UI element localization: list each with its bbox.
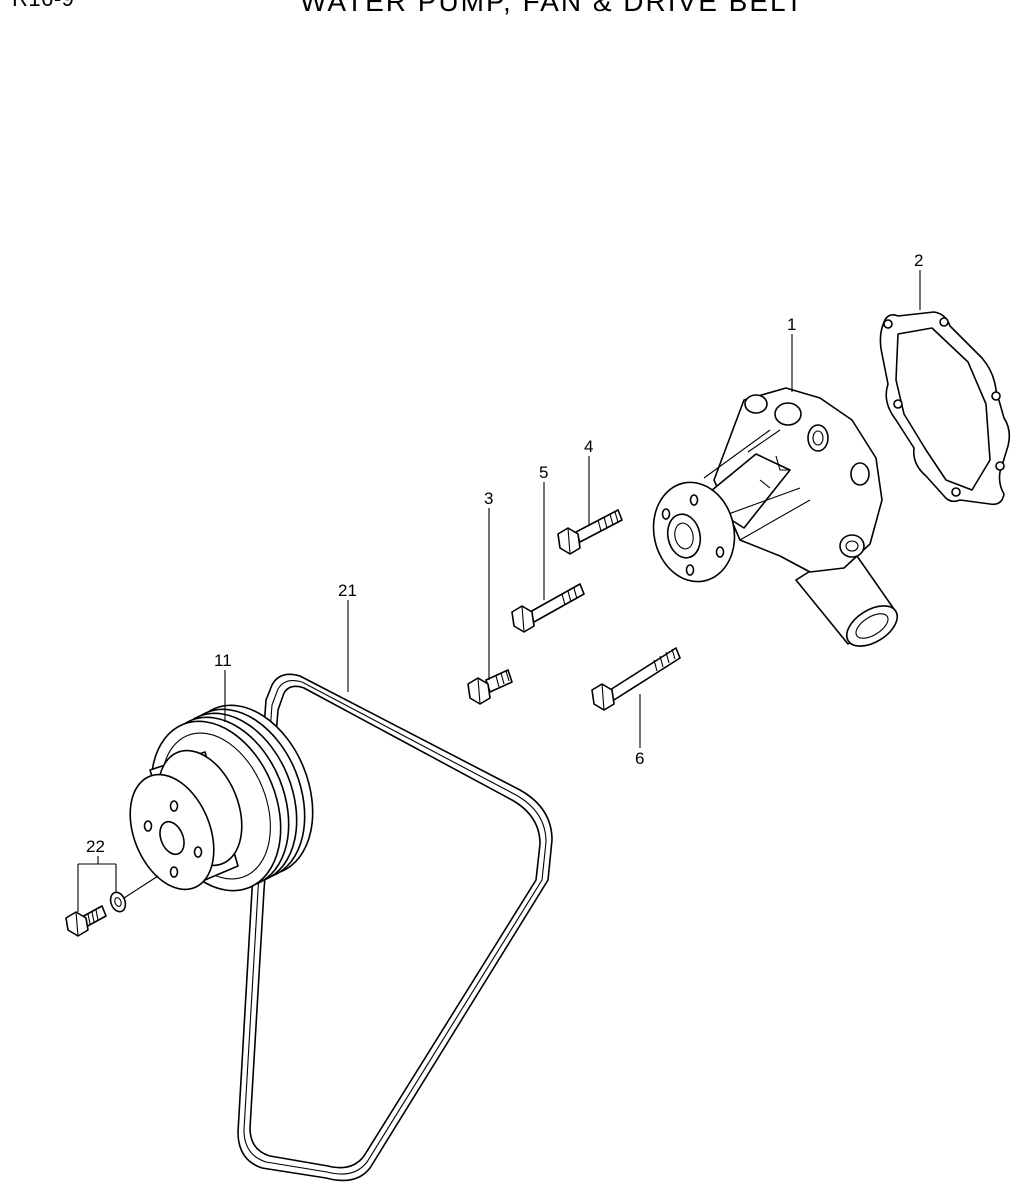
callout-1: 1	[787, 315, 796, 334]
bolt-5	[511, 583, 585, 633]
callout-6: 6	[635, 749, 644, 768]
bolt-6	[591, 647, 681, 711]
callout-21: 21	[338, 581, 357, 600]
page-code: R16-9	[12, 0, 74, 12]
callout-11: 11	[214, 651, 232, 670]
bolt-4	[557, 509, 623, 555]
callout-22: 22	[86, 837, 105, 856]
page-title: WATER PUMP, FAN & DRIVE BELT	[300, 0, 805, 17]
water-pump	[652, 387, 899, 647]
fan-pulley	[129, 704, 314, 892]
drive-belt	[237, 673, 553, 1182]
pulley-bolt-and-washer	[65, 875, 159, 937]
water-pump-gasket	[879, 311, 1011, 506]
bolt-3	[467, 669, 513, 705]
callout-4: 4	[584, 437, 593, 456]
leader-lines	[77, 270, 921, 912]
callout-5: 5	[539, 463, 548, 482]
callout-labels: 1 2 3 4 5 6 11 21 22	[86, 251, 923, 856]
callout-3: 3	[484, 489, 493, 508]
callout-2: 2	[914, 251, 923, 270]
